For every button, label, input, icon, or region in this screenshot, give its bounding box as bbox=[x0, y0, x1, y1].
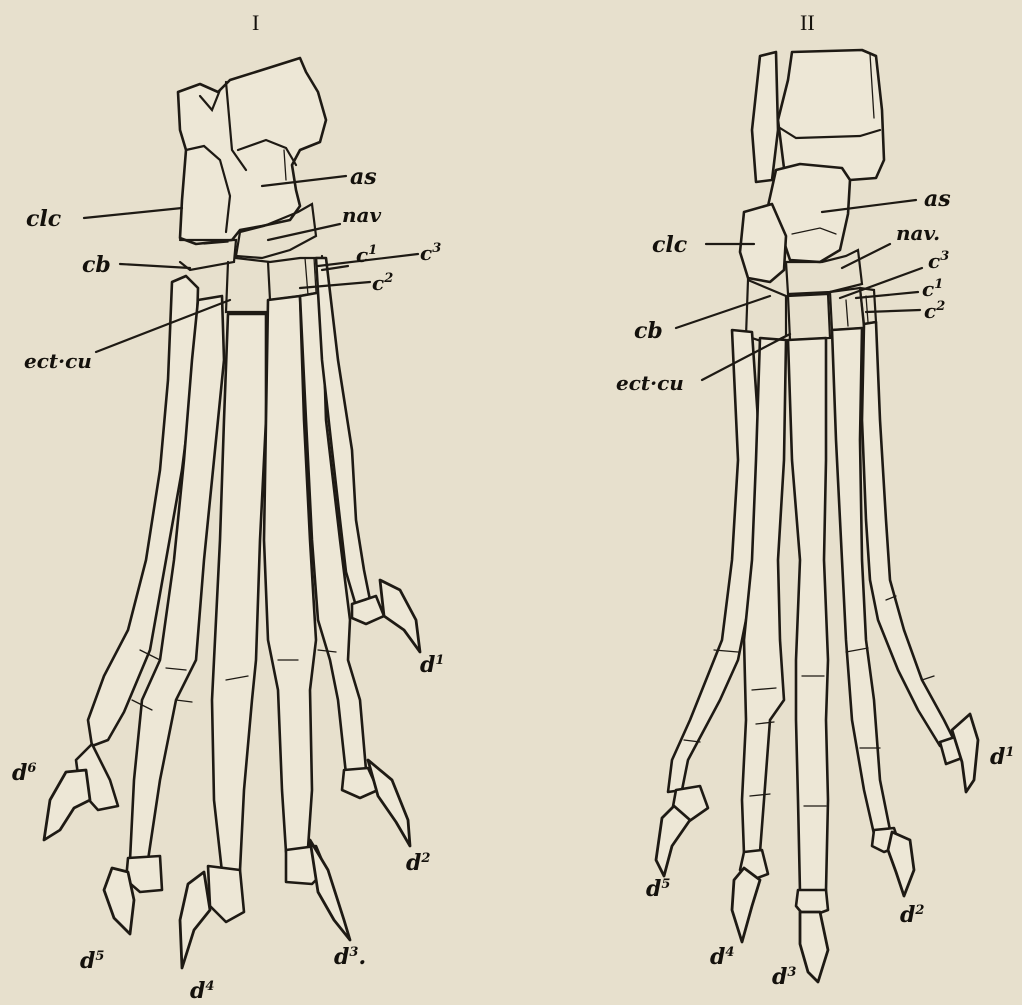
label-ect-cu-one: ect·cu bbox=[24, 349, 92, 373]
label-nav-two: nav. bbox=[896, 221, 940, 245]
label-clc-two: clc bbox=[652, 232, 688, 258]
panel-one-numeral: I bbox=[252, 10, 259, 35]
label-cb-one: cb bbox=[82, 252, 111, 278]
label-d6-one: d6 bbox=[12, 760, 36, 786]
label-d3-one: d3. bbox=[334, 944, 366, 970]
label-c1-two: c1 bbox=[922, 277, 943, 301]
label-d1-two: d1 bbox=[990, 744, 1014, 770]
label-nav-one: nav bbox=[342, 203, 382, 227]
panel-two: II bbox=[616, 10, 1014, 990]
label-ect-cu-two: ect·cu bbox=[616, 371, 684, 395]
label-d4-one: d4 bbox=[190, 978, 214, 1004]
label-c2-two: c2 bbox=[924, 299, 945, 323]
label-d1-one: d1 bbox=[420, 652, 444, 678]
panel-one-digits bbox=[44, 258, 420, 968]
label-c1-one: c1 bbox=[356, 243, 377, 267]
panel-two-numeral: II bbox=[800, 10, 815, 35]
label-as-two: as bbox=[924, 186, 951, 212]
panel-one: I bbox=[12, 10, 444, 1004]
label-c2-one: c2 bbox=[372, 271, 393, 295]
panel-two-digits bbox=[656, 322, 978, 982]
label-cb-two: cb bbox=[634, 318, 663, 344]
label-d4-two: d4 bbox=[710, 944, 734, 970]
label-d2-two: d2 bbox=[900, 902, 924, 928]
label-c3-two: c3 bbox=[928, 249, 949, 273]
panel-one-tarsals bbox=[178, 58, 326, 312]
label-as-one: as bbox=[350, 164, 377, 190]
label-c3-one: c3 bbox=[420, 241, 441, 265]
label-d3-two: d3 bbox=[772, 964, 796, 990]
label-clc-one: clc bbox=[26, 206, 62, 232]
label-d2-one: d2 bbox=[406, 850, 430, 876]
label-d5-one: d5 bbox=[80, 948, 104, 974]
label-d5-two: d5 bbox=[646, 876, 670, 902]
